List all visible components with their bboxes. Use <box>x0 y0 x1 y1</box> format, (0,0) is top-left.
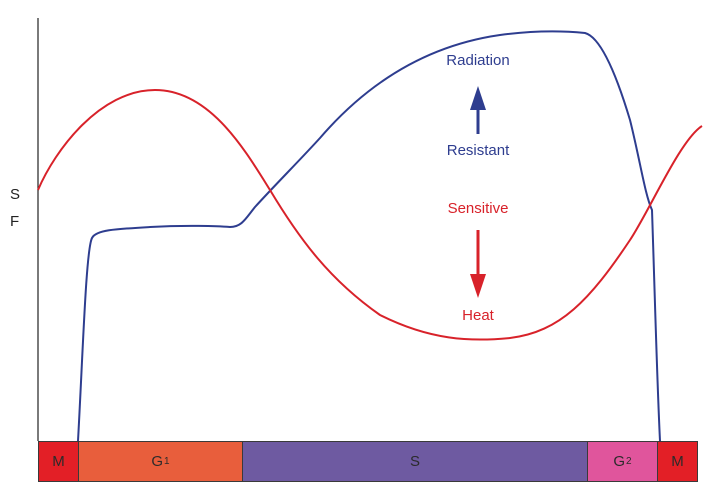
phase-m-end: M <box>657 441 698 482</box>
y-axis-label-top: S <box>10 186 21 203</box>
arrow-down-icon <box>470 274 486 298</box>
radiation-label: Radiation <box>446 52 510 69</box>
phase-g1-label: G <box>151 453 164 470</box>
phase-m-start: M <box>38 441 79 482</box>
phase-g2-label: G <box>613 453 626 470</box>
phase-m-start-label: M <box>52 453 65 470</box>
phase-g2-subscript: 2 <box>626 456 632 467</box>
resistant-label: Resistant <box>446 142 510 159</box>
heat-curve <box>37 88 703 341</box>
heat-label: Heat <box>462 307 494 324</box>
y-axis-label-bottom: F <box>10 213 20 230</box>
sensitive-label: Sensitive <box>447 200 509 217</box>
phase-s: S <box>242 441 588 482</box>
phase-g1-subscript: 1 <box>164 456 170 467</box>
phase-m-end-label: M <box>671 453 684 470</box>
phase-s-label: S <box>409 453 420 470</box>
radiation-curve <box>77 30 661 442</box>
arrow-up-icon <box>470 86 486 110</box>
